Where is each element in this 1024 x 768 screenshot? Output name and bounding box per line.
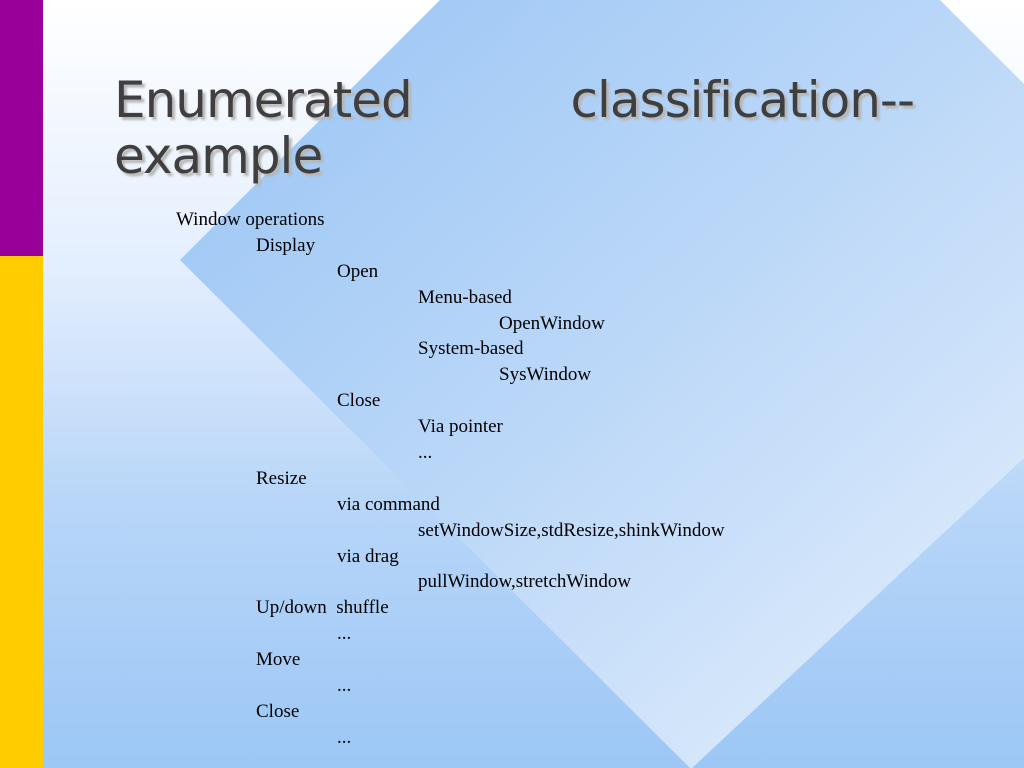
outline-item: via command <box>337 493 440 515</box>
outline-item: SysWindow <box>499 364 592 386</box>
outline-item: pullWindow,stretchWindow <box>418 571 632 593</box>
outline-item: ... <box>337 675 352 697</box>
left-accent-bar-yellow <box>0 256 43 768</box>
outline-item: Up/down shuffle <box>256 597 389 619</box>
outline-item: setWindowSize,stdResize,shinkWindow <box>418 519 725 541</box>
outline-item: Open <box>337 260 379 282</box>
outline-item: Close <box>337 390 381 412</box>
outline-item: System-based <box>418 338 524 360</box>
outline-item: Window operations <box>176 209 325 230</box>
title-line-2: example <box>114 127 323 185</box>
outline-item: Move <box>256 649 301 671</box>
outline-item: Close <box>256 700 300 722</box>
outline-item: Display <box>256 234 316 256</box>
title-line-1: Enumerated classification-- <box>114 71 915 129</box>
outline-item: Menu-based <box>418 286 512 308</box>
title-word-enumerated: Enumerated <box>114 71 413 129</box>
outline-item: via drag <box>337 545 399 567</box>
outline-item: ... <box>337 726 352 748</box>
outline-item: Via pointer <box>418 416 503 438</box>
outline-item: ... <box>418 442 433 464</box>
outline-item: OpenWindow <box>499 312 605 334</box>
left-accent-bar-purple <box>0 0 43 256</box>
title-word-classification: classification-- <box>570 71 915 129</box>
slide-title: Enumerated classification-- example <box>114 71 915 185</box>
outline-item: ... <box>337 623 352 645</box>
outline-item: Resize <box>256 467 307 489</box>
